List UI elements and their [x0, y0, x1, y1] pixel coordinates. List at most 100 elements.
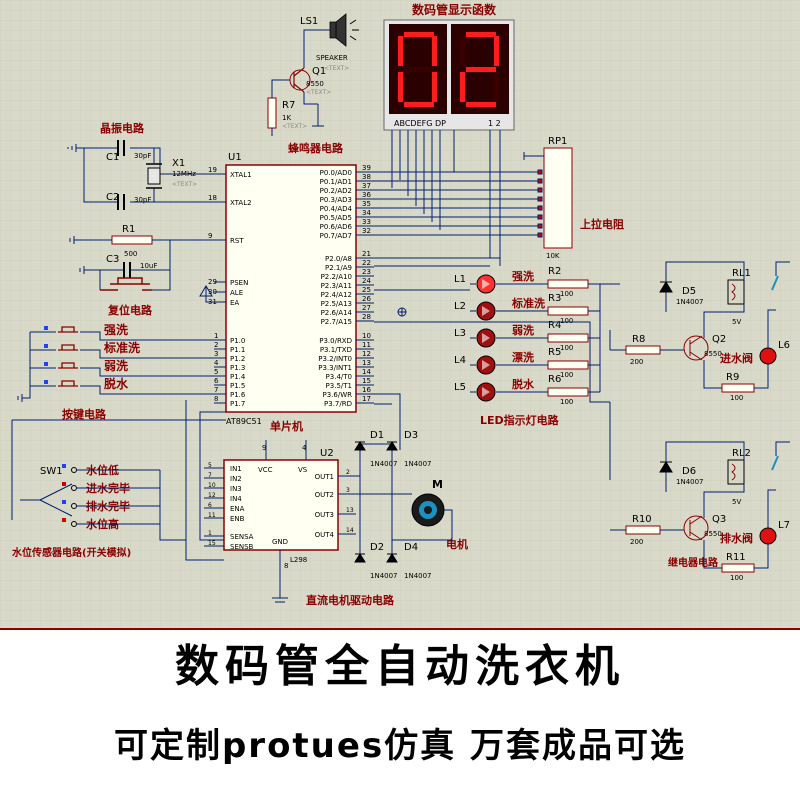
- relay-coil-icon: [727, 279, 745, 305]
- svg-text:100: 100: [560, 290, 573, 298]
- svg-text:IN3: IN3: [230, 485, 242, 493]
- display-digit-1: [398, 32, 437, 107]
- segment-e: [398, 72, 403, 102]
- mcu-pin-label: P1.0: [230, 337, 245, 345]
- svg-text:R5: R5: [548, 347, 561, 358]
- svg-text:17: 17: [362, 395, 371, 403]
- svg-text:100: 100: [730, 394, 743, 402]
- svg-text:14: 14: [362, 368, 371, 376]
- diode-icon: [386, 441, 398, 451]
- svg-text:34: 34: [362, 209, 371, 217]
- svg-text:39: 39: [362, 164, 371, 172]
- svg-text:4: 4: [214, 359, 219, 367]
- pullup-rp1: RP1 10K 上拉电阻: [523, 136, 624, 260]
- svg-text:11: 11: [208, 512, 216, 519]
- svg-text:100: 100: [560, 371, 573, 379]
- svg-text:2: 2: [214, 341, 218, 349]
- crystal-x1: [147, 167, 161, 185]
- svg-text:RL2: RL2: [732, 448, 751, 459]
- banner-title: 数码管全自动洗衣机: [175, 641, 625, 692]
- segment-b: [432, 36, 437, 66]
- mcu-pin-label: P1.7: [230, 400, 245, 408]
- svg-text:IN2: IN2: [230, 475, 242, 483]
- driver-ref: U2: [320, 448, 334, 459]
- mcu-u1[interactable]: U1 AT89C51 XTAL1XTAL2RSTPSENALEEA1P1.02P…: [214, 152, 374, 426]
- diode-icon: [386, 553, 398, 563]
- svg-text:L7: L7: [778, 520, 790, 531]
- section-label-motor-drive: 直流电机驱动电路: [306, 593, 395, 607]
- svg-text:14: 14: [346, 527, 354, 534]
- segment-a: [404, 32, 434, 37]
- valve-lamp-icon: [759, 527, 777, 545]
- svg-text:5: 5: [214, 368, 218, 376]
- driver-body: [223, 459, 339, 551]
- svg-text:31: 31: [208, 298, 217, 306]
- section-label-crystal: 晶振电路: [100, 121, 145, 135]
- mcu-pin-label: P1.2: [230, 355, 245, 363]
- driver-part: L298: [290, 556, 307, 564]
- mcu-pin-label: P2.1/A9: [325, 264, 352, 272]
- led-ref: L2: [454, 301, 466, 312]
- led-ref: L4: [454, 355, 466, 366]
- svg-text:C3: C3: [106, 254, 119, 265]
- buzzer-circuit: LS1 SPEAKER <TEXT> Q1 8550 <TEXT> R7 1K …: [267, 13, 359, 136]
- resistor: [547, 306, 589, 316]
- display-digit-2: [460, 32, 499, 107]
- svg-text:26: 26: [362, 295, 371, 303]
- svg-text:3: 3: [346, 487, 350, 494]
- svg-text:33: 33: [362, 218, 371, 226]
- resistor: [547, 279, 589, 289]
- svg-text:9: 9: [208, 232, 212, 240]
- mcu-pin-label: P2.0/A8: [325, 255, 352, 263]
- segment-b: [494, 36, 499, 66]
- mcu-pin-label: P1.5: [230, 382, 245, 390]
- led-label: 脱水: [512, 377, 535, 391]
- section-label-mcu: 单片机: [270, 419, 303, 433]
- svg-text:OUT2: OUT2: [315, 491, 334, 499]
- resistor-r1: [111, 235, 153, 245]
- crystal-circuit: 晶振电路 C1 30pF C2 30pF X1 12MHz <TEXT> 19 …: [67, 121, 226, 210]
- svg-text:28: 28: [362, 313, 371, 321]
- svg-text:10: 10: [362, 332, 371, 340]
- svg-text:30pF: 30pF: [134, 196, 151, 204]
- key-switch-icon: [58, 362, 78, 369]
- svg-text:16: 16: [362, 386, 371, 394]
- svg-text:SENSA: SENSA: [230, 533, 254, 541]
- svg-text:36: 36: [362, 191, 371, 199]
- section-label-led: LED指示灯电路: [480, 413, 560, 427]
- mcu-pin-label: ALE: [230, 289, 243, 297]
- key-label: 强洗: [104, 322, 128, 337]
- segment-g: [466, 67, 496, 72]
- segment-a: [466, 32, 496, 37]
- display-digit-label: 1 2: [488, 119, 501, 128]
- mcu-ref: U1: [228, 152, 242, 163]
- section-label-relay: 继电器电路: [668, 556, 719, 569]
- svg-text:18: 18: [208, 194, 217, 202]
- mcu-pin-label: XTAL2: [230, 199, 252, 207]
- svg-text:100: 100: [560, 344, 573, 352]
- mcu-pin-label: P0.2/AD2: [320, 187, 352, 195]
- svg-text:2: 2: [346, 469, 350, 476]
- svg-text:7: 7: [214, 386, 218, 394]
- svg-text:5V: 5V: [732, 318, 741, 326]
- svg-text:C2: C2: [106, 192, 119, 203]
- section-label-display: 数码管显示函数: [412, 2, 497, 17]
- mcu-pin-label: P2.2/A10: [321, 273, 352, 281]
- svg-text:12: 12: [362, 350, 371, 358]
- svg-text:8550: 8550: [704, 350, 722, 358]
- svg-text:Q1: Q1: [312, 66, 326, 77]
- svg-text:4: 4: [302, 444, 307, 452]
- svg-text:8550: 8550: [306, 80, 324, 88]
- led-ref: L3: [454, 328, 466, 339]
- reset-circuit: R1 500 C3 10uF 复位电路 9: [69, 224, 226, 317]
- mcu-pin-label: EA: [230, 299, 239, 307]
- speaker-icon: [329, 13, 347, 47]
- svg-text:1N4007: 1N4007: [676, 298, 704, 306]
- svg-text:12: 12: [208, 492, 216, 499]
- svg-text:37: 37: [362, 182, 371, 190]
- seven-segment-display: ABCDEFG DP 1 2: [383, 19, 515, 131]
- svg-text:13: 13: [346, 507, 354, 514]
- led-ref: L1: [454, 274, 466, 285]
